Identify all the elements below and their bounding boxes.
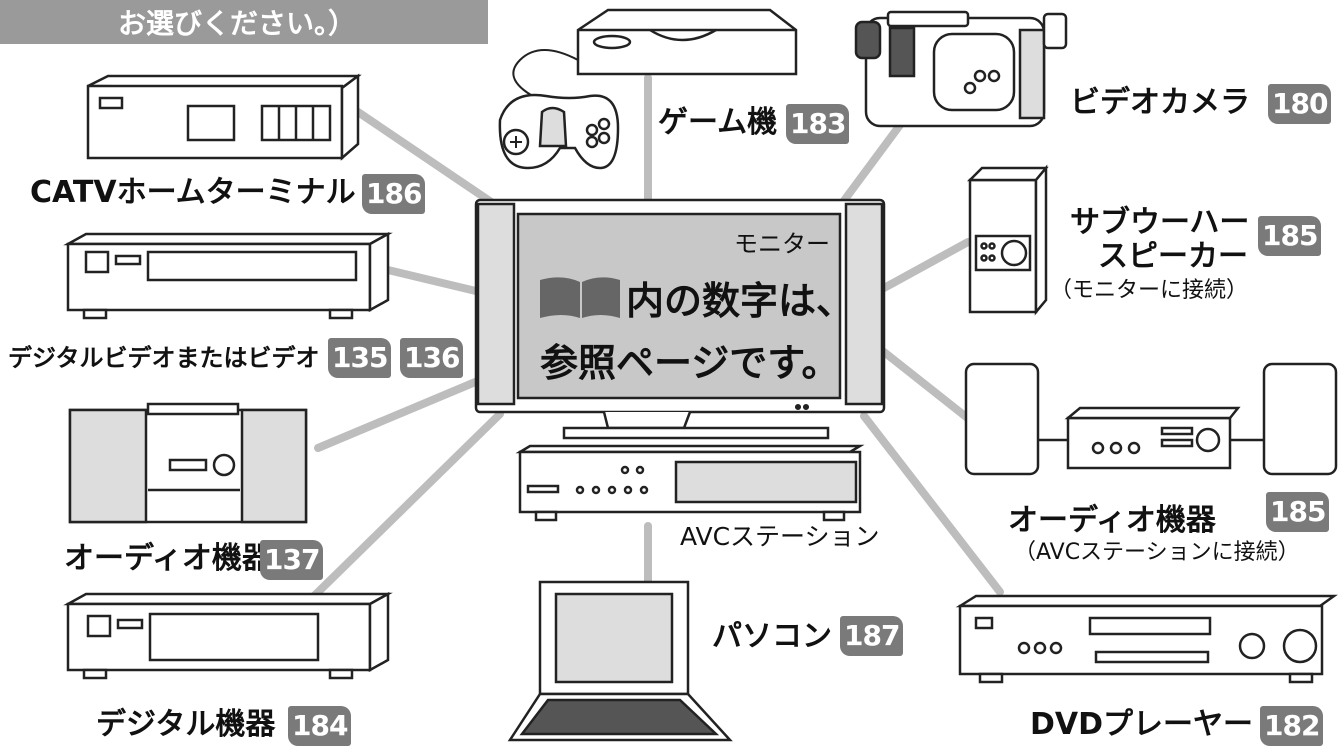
monitor-illustration (474, 198, 886, 440)
line-dvideo (384, 266, 484, 296)
digital-video-label: デジタルビデオまたはビデオ (8, 344, 320, 372)
dvd-player-illustration (955, 594, 1338, 684)
subwoofer-label-line1: サブウーハー (1070, 205, 1250, 240)
pc-illustration (507, 580, 733, 742)
line-subwoofer (880, 238, 972, 292)
pc-page-badge: 187 (840, 616, 904, 656)
audio-right-label: オーディオ機器 (1008, 503, 1216, 538)
pc-label: パソコン (712, 619, 832, 654)
digital-equipment-illustration (63, 591, 393, 680)
game-console-illustration (498, 8, 798, 170)
catv-label: CATVホームターミナル (30, 175, 356, 210)
monitor-label: モニター (734, 230, 830, 258)
videocam-page-badge: 180 (1268, 84, 1332, 124)
subwoofer-label-line2: スピーカー (1098, 239, 1248, 274)
digital-video-page-badge-2: 136 (400, 338, 464, 378)
subwoofer-note: （モニターに接続） (1050, 278, 1249, 303)
audio-right-note: （AVCステーションに接続） (1014, 540, 1300, 565)
avc-station-illustration (515, 444, 865, 522)
line-catv (354, 108, 504, 212)
game-label: ゲーム機 (658, 105, 778, 140)
avc-station-label: AVCステーション (680, 522, 880, 551)
catv-illustration (86, 73, 362, 161)
audio-left-page-badge: 137 (260, 540, 324, 580)
book-icon (540, 277, 620, 318)
dvd-label: DVDプレーヤー (1030, 707, 1254, 742)
monitor-line1: 内の数字は、 (626, 279, 855, 323)
catv-page-badge: 186 (362, 174, 426, 214)
videocam-label: ビデオカメラ (1070, 85, 1250, 120)
line-dvd (860, 412, 1004, 596)
audio-left-label: オーディオ機器 (64, 541, 272, 576)
digital-label: デジタル機器 (96, 707, 276, 742)
subwoofer-illustration (966, 164, 1049, 316)
videocam-illustration (854, 10, 1068, 128)
audio-right-illustration (964, 362, 1338, 476)
subwoofer-page-badge: 185 (1258, 216, 1322, 256)
line-videocam (836, 121, 904, 210)
digital-video-page-badge-1: 135 (328, 338, 392, 378)
connection-lines (306, 74, 1004, 604)
game-page-badge: 183 (786, 104, 850, 144)
line-audio-right (880, 348, 974, 424)
dvd-page-badge: 182 (1260, 706, 1324, 746)
header-text: お選びください。） (118, 7, 357, 40)
line-audio-left (314, 376, 484, 452)
monitor-line2: 参照ページです。 (540, 341, 840, 385)
digital-video-illustration (63, 231, 393, 320)
header-tab: お選びください。） (0, 0, 488, 44)
line-digital (306, 410, 504, 604)
digital-page-badge: 184 (288, 706, 352, 746)
audio-right-page-badge: 185 (1266, 492, 1330, 532)
audio-left-illustration (68, 402, 308, 524)
